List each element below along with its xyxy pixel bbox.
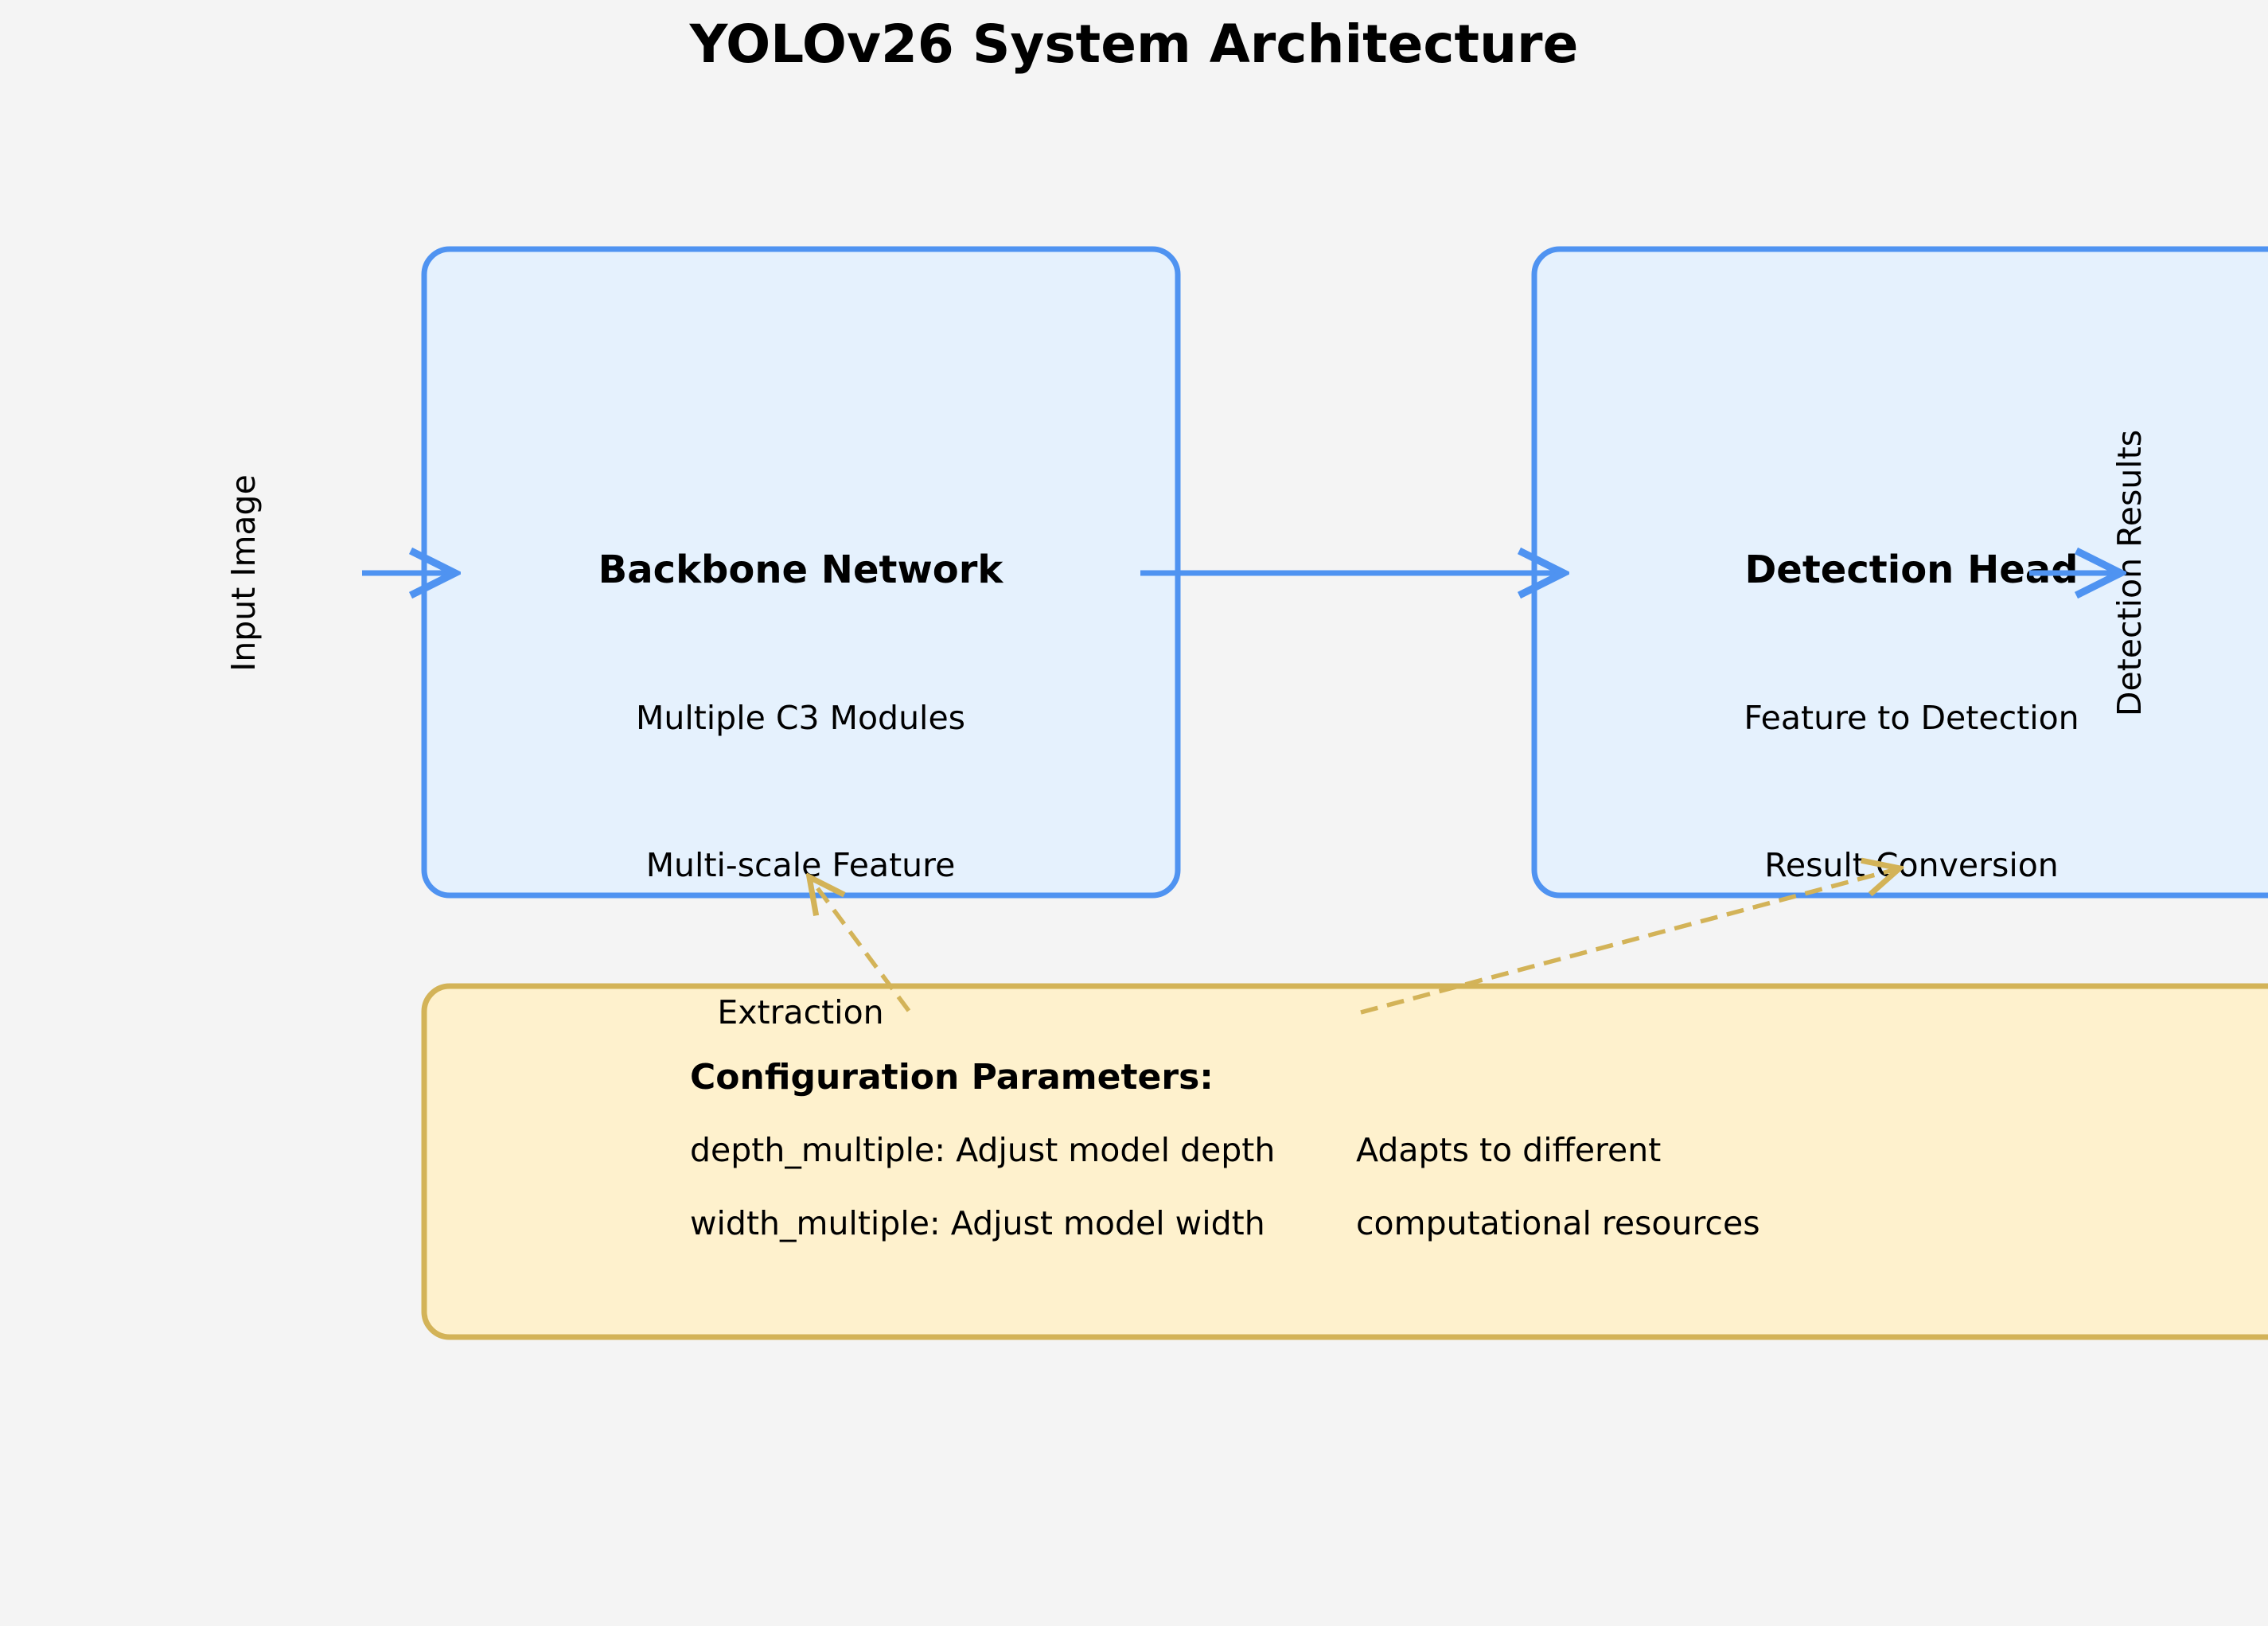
detection-head-line-1: Feature to Detection	[1744, 699, 2079, 737]
config-box	[421, 983, 2268, 1340]
backbone-line-3: Extraction	[717, 993, 883, 1031]
detection-head-line-2: Result Conversion	[1764, 846, 2059, 884]
detection-head-title: Detection Head	[1744, 548, 2078, 592]
input-image-label: Input Image	[224, 474, 263, 672]
backbone-line-2: Multi-scale Feature	[646, 846, 956, 884]
config-note-line-2: computational resources	[1356, 1204, 1760, 1242]
diagram-title: YOLOv26 System Architecture	[689, 14, 1579, 75]
config-width-multiple: width_multiple: Adjust model width	[690, 1204, 1265, 1242]
backbone-line-1: Multiple C3 Modules	[636, 699, 965, 737]
backbone-title: Backbone Network	[598, 548, 1004, 592]
config-title: Configuration Parameters:	[690, 1057, 1214, 1098]
config-to-head-arrow	[1360, 868, 1900, 1015]
config-note-line-1: Adapts to different	[1356, 1131, 1661, 1169]
config-depth-multiple: depth_multiple: Adjust model depth	[690, 1131, 1275, 1169]
config-to-backbone-arrow	[809, 877, 911, 1012]
